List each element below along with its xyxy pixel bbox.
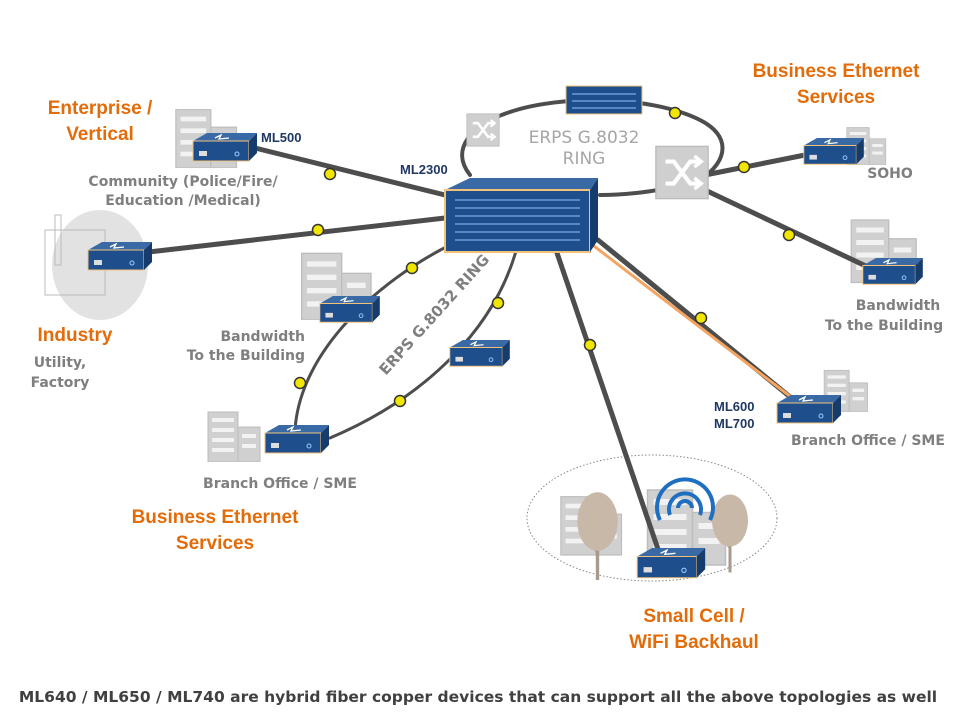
ring-device-icon [565,85,643,115]
connector-icon [782,228,796,242]
business-bottom-title: Business Ethernet [132,507,299,528]
ml500-label: ML500 [261,130,301,145]
connector-icon [491,296,505,310]
connector-icon [694,311,708,325]
connector-icon [668,106,682,120]
upper-ring-label-2: RING [563,149,606,169]
ml700-label: ML700 [714,416,754,431]
community-label-2: Education /Medical) [105,193,261,209]
connector-icon [323,167,337,181]
left-bandwidth-label: Bandwidth [220,329,305,345]
small-cell-area [526,454,778,582]
ml500-device-icon [192,133,258,162]
ml600-label: ML600 [714,399,754,414]
connector-icon [405,261,419,275]
connector-icon [293,376,307,390]
right-bandwidth-label: Bandwidth [856,298,941,314]
left-bandwidth-label-2: To the Building [187,348,305,364]
business-bottom-title-2: Services [176,533,254,554]
industry-desc-2: Factory [31,375,90,391]
footer-note: ML640 / ML650 / ML740 are hybrid fiber c… [19,688,937,706]
left-branch-label: Branch Office / SME [203,476,357,492]
small-cell-title-2: WiFi Backhaul [629,632,759,653]
upper-ring-label: ERPS G.8032 [529,128,640,148]
small-cell-title: Small Cell / [643,606,745,627]
industry-device-icon [87,242,152,271]
industry-title: Industry [38,325,113,346]
right-bandwidth-label-2: To the Building [825,318,943,334]
business-top-title: Business Ethernet [753,61,920,82]
community-label: Community (Police/Fire/ [88,174,278,190]
lower-ring-device-icon [449,340,511,367]
industry-desc: Utility, [34,355,87,371]
ml2300-label: ML2300 [400,162,448,177]
left-building-device-icon [319,296,381,323]
soho-label: SOHO [867,166,913,182]
small-cell-device-icon [636,548,706,579]
connector-icon [737,160,751,174]
ml600-device-icon [776,395,842,424]
switch-icon [466,113,500,147]
left-branch-building-icon [207,411,261,462]
connector-icon [583,338,597,352]
ml2300-device-icon [444,178,598,253]
wifi-icon [655,477,715,521]
business-top-title-2: Services [797,87,875,108]
enterprise-title: Enterprise / [48,98,153,119]
right-building-device-icon [862,258,924,285]
enterprise-title-2: Vertical [66,124,134,145]
switch-icon [656,146,708,198]
connector-icon [393,394,407,408]
link-connectors [293,106,796,408]
right-branch-label: Branch Office / SME [791,433,945,449]
soho-device-icon [803,138,865,165]
connector-icon [311,223,325,237]
left-branch-device-icon [264,425,330,454]
